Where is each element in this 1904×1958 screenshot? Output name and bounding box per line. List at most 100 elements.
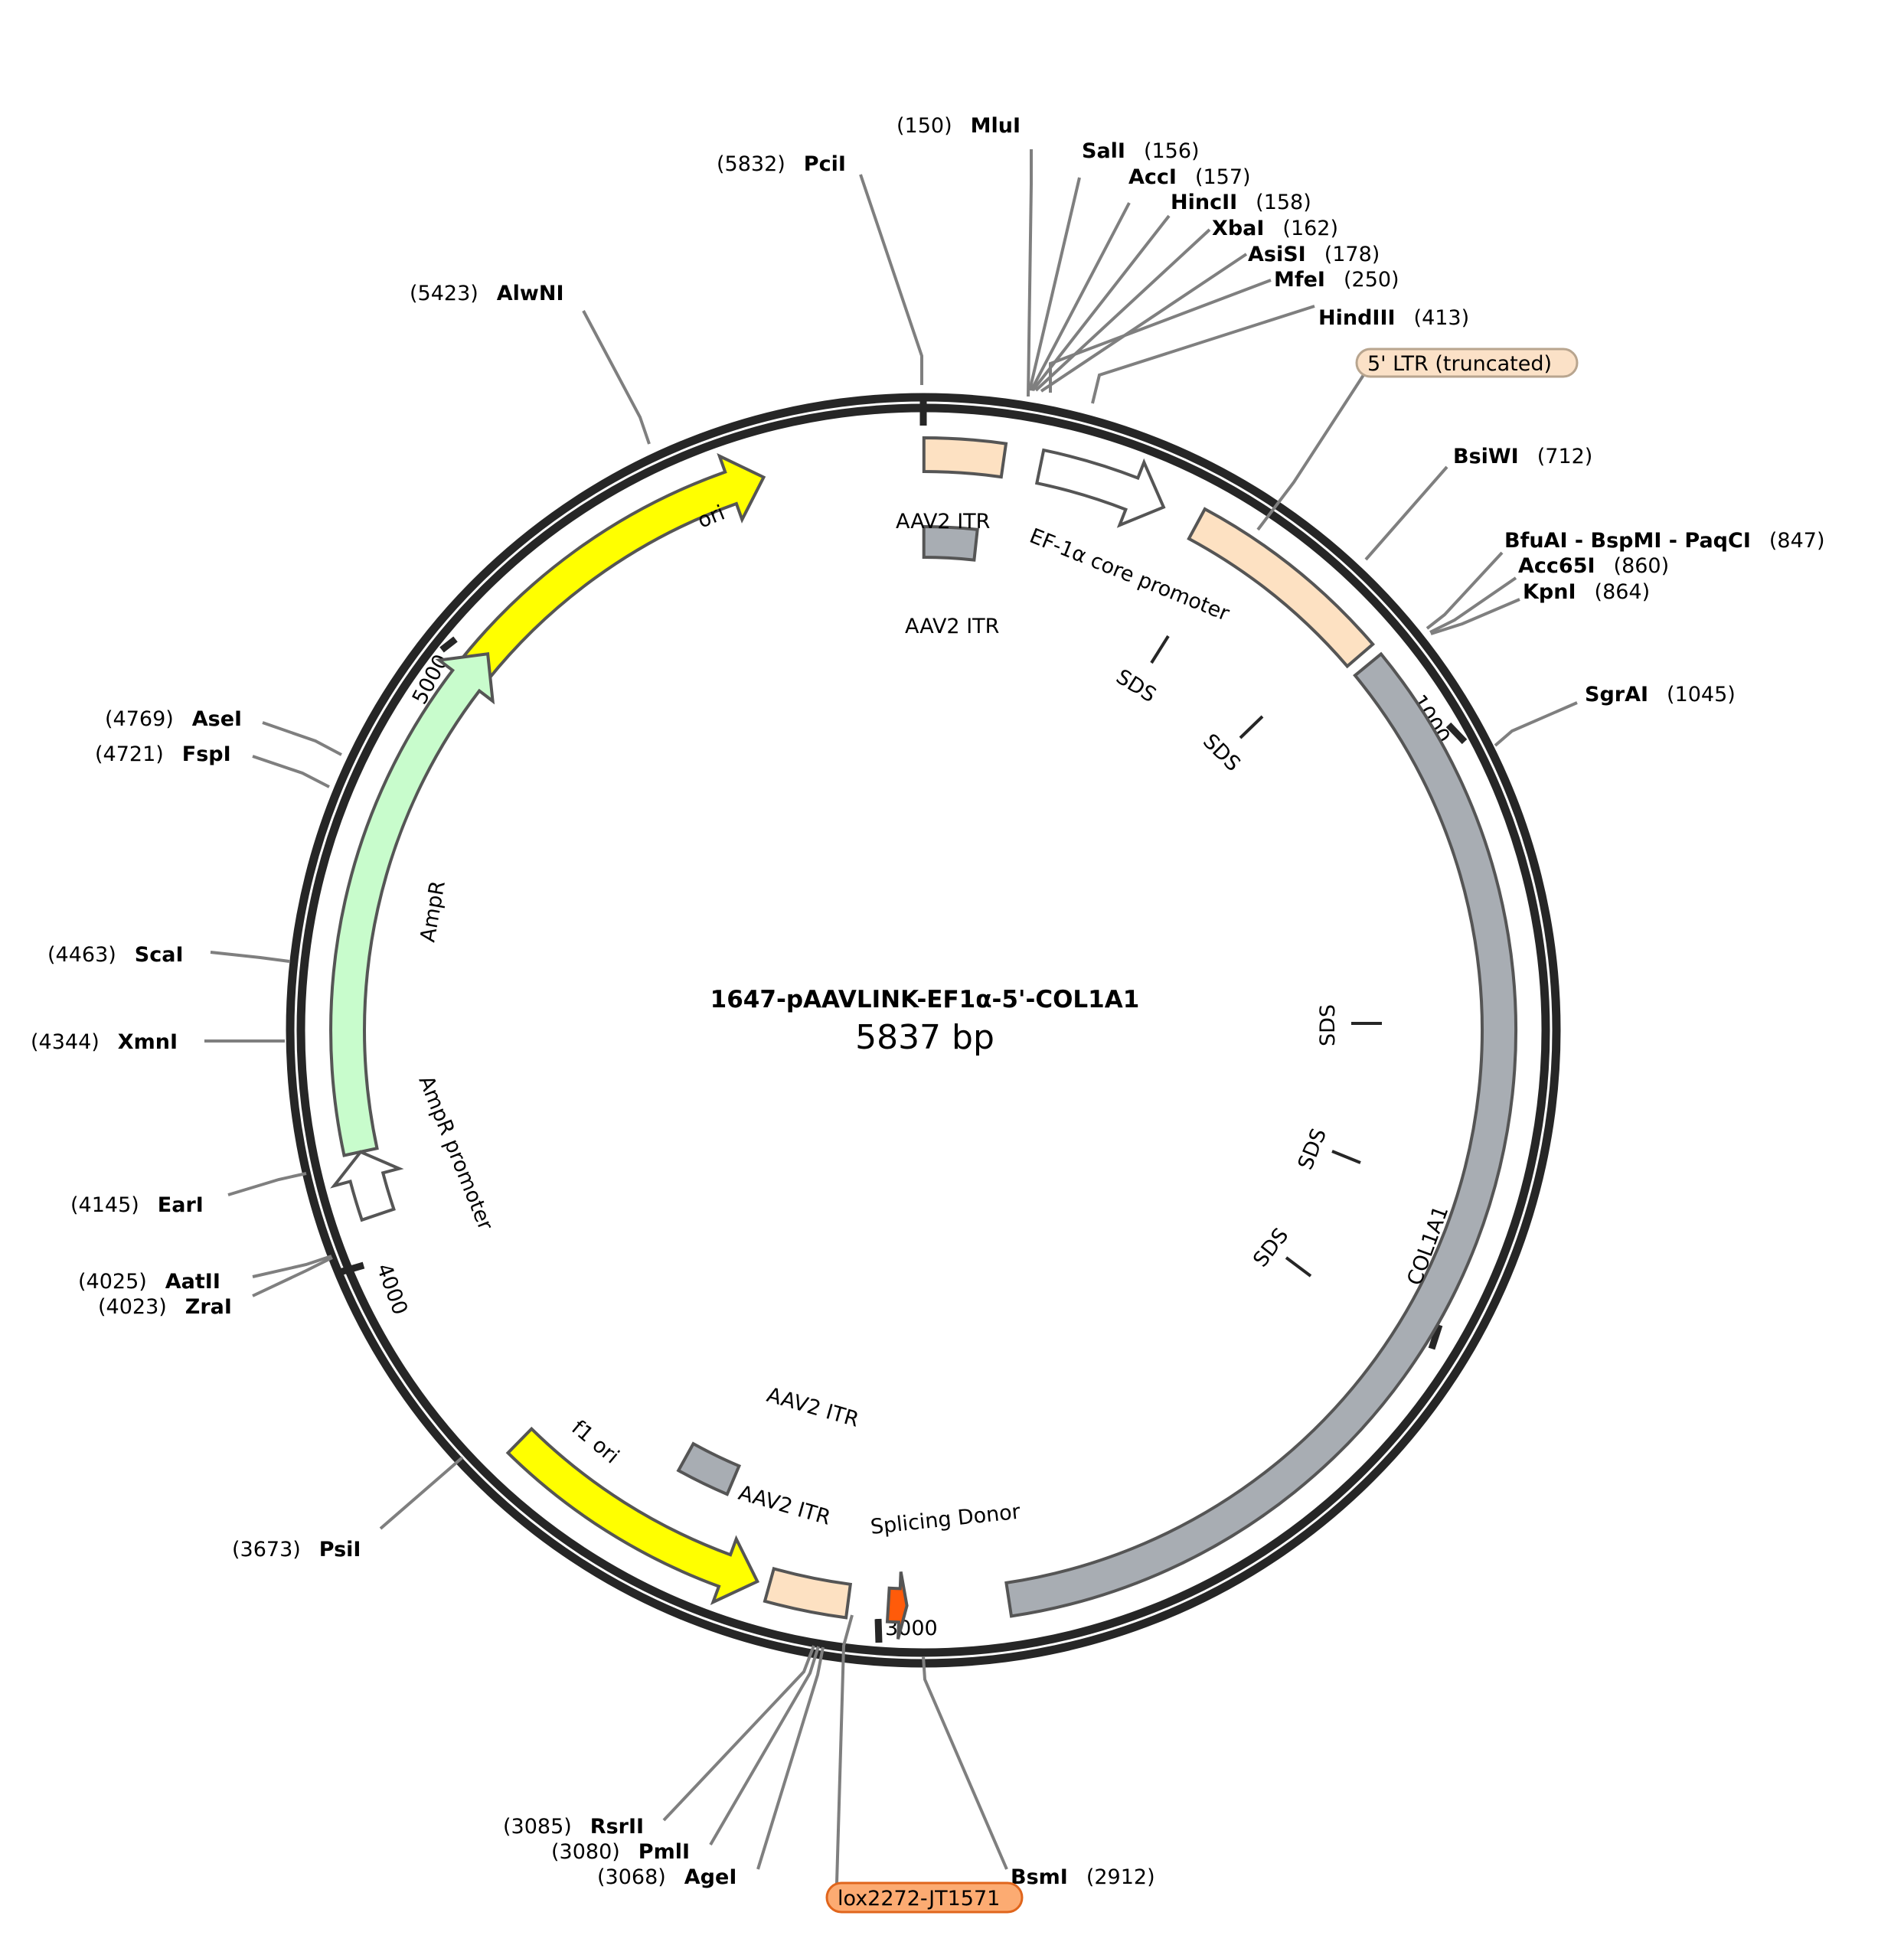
enzyme-name: FspI bbox=[182, 742, 231, 766]
enzyme-sgrai: SgrAI(1045) bbox=[1585, 683, 1736, 707]
feature-aav2-itr-9[interactable] bbox=[763, 1566, 853, 1620]
enzyme-name: PciI bbox=[804, 152, 846, 176]
tick-label-4000: 4000 bbox=[371, 1261, 412, 1318]
feature-splicing-donor-10[interactable] bbox=[885, 1571, 909, 1640]
feature-col1a1-4[interactable] bbox=[1004, 651, 1518, 1618]
enzyme-name: MluI bbox=[971, 114, 1021, 138]
enzyme-name: AccI bbox=[1128, 165, 1177, 189]
enzyme-pmli: (3080) PmlI bbox=[551, 1840, 690, 1864]
feature-ori-0[interactable] bbox=[451, 452, 766, 692]
feature-ampr-promoter-6[interactable] bbox=[330, 1150, 404, 1222]
leader-sali bbox=[1028, 177, 1081, 391]
enzyme-pos: (864) bbox=[1595, 580, 1651, 604]
feature-label-sds-3: SDS bbox=[1316, 1004, 1340, 1046]
leader-asei bbox=[262, 721, 342, 756]
enzyme-scai: (4463) ScaI bbox=[47, 943, 184, 967]
enzyme-asei: (4769) AseI bbox=[105, 707, 242, 731]
enzyme-bsiwi: BsiWI (712) bbox=[1453, 445, 1592, 468]
enzyme-pos: (712) bbox=[1537, 445, 1593, 468]
features bbox=[329, 436, 1518, 1640]
feature-label-aav2-itr-4: AAV2 ITR bbox=[736, 1481, 833, 1530]
enzyme-pos: (250) bbox=[1344, 268, 1399, 292]
enzyme-pos: (413) bbox=[1414, 306, 1470, 330]
enzyme-name: SgrAI bbox=[1585, 683, 1648, 707]
enzyme-agei: (3068)AgeI bbox=[597, 1865, 736, 1889]
leader-mfei bbox=[1049, 279, 1272, 393]
enzyme-acc65i: Acc65I(860) bbox=[1518, 554, 1669, 578]
leader-pmli bbox=[709, 1646, 820, 1846]
enzyme-pos: (3673) bbox=[232, 1538, 301, 1562]
enzyme-name: HincII bbox=[1171, 191, 1237, 214]
feature-label-aav2-itr-2: AAV2 ITR bbox=[905, 615, 999, 638]
enzyme-pos: (4023) bbox=[98, 1295, 167, 1319]
enzyme-pos: (178) bbox=[1324, 243, 1380, 266]
feature-aav2-itr-1[interactable] bbox=[922, 436, 1008, 479]
enzyme-pos: (3085) bbox=[503, 1815, 572, 1839]
enzyme-name: HindIII bbox=[1318, 306, 1396, 330]
feature-aav2-itr-2[interactable] bbox=[922, 524, 979, 562]
leader-mlui bbox=[1027, 149, 1033, 397]
enzyme-hindiii: HindIII (413) bbox=[1318, 306, 1469, 330]
enzyme-bfuai-bspmi-paqci: BfuAI - BspMI - PaqCI (847) bbox=[1504, 529, 1824, 553]
callout-lox2272-box bbox=[825, 1881, 1024, 1914]
enzyme-name: BsiWI bbox=[1453, 445, 1519, 468]
plasmid-name: 1647-pAAVLINK-EF1α-5'-COL1A1 bbox=[710, 986, 1140, 1013]
enzyme-hincii: HincII(158) bbox=[1171, 191, 1311, 214]
feature-label-sds-1: SDS bbox=[1112, 665, 1160, 707]
leader-alwni bbox=[582, 310, 651, 445]
leader-bsiwi bbox=[1364, 465, 1448, 561]
enzyme-kpni: KpnI(864) bbox=[1523, 580, 1650, 604]
leader-scai bbox=[210, 951, 290, 963]
enzyme-rsrii: (3085)RsrII bbox=[503, 1815, 644, 1839]
enzyme-name: XbaI bbox=[1212, 217, 1264, 240]
leader-xbai bbox=[1034, 228, 1211, 392]
leader-acc65i bbox=[1429, 576, 1517, 634]
leader-hindiii bbox=[1091, 305, 1315, 404]
callout-5ltr: 5' LTR (truncated) bbox=[1355, 348, 1579, 378]
enzyme-pos: (4145) bbox=[70, 1193, 139, 1217]
sds-markers bbox=[1150, 635, 1382, 1278]
enzyme-fspi: (4721)FspI bbox=[95, 742, 231, 766]
leader-5ltr bbox=[1256, 374, 1365, 531]
enzyme-xmni: (4344)XmnI bbox=[31, 1030, 178, 1054]
leader-acci bbox=[1030, 202, 1131, 391]
enzyme-name: AatII bbox=[165, 1270, 220, 1294]
enzyme-pos: (3068) bbox=[597, 1865, 666, 1889]
enzyme-zrai: (4023)ZraI bbox=[98, 1295, 232, 1319]
enzyme-pos: (4463) bbox=[47, 943, 116, 967]
feature-label-sds-4: SDS bbox=[1294, 1125, 1331, 1173]
feature-label-aav2-itr-1: AAV2 ITR bbox=[896, 510, 990, 534]
leader-fspi bbox=[252, 755, 330, 788]
enzyme-pos: (4769) bbox=[105, 707, 174, 731]
feature-label-f1-ori: f1 ori bbox=[567, 1416, 624, 1469]
tick-5000 bbox=[439, 636, 458, 653]
feature-f1-ori-7[interactable] bbox=[505, 1426, 760, 1605]
enzyme-eari: (4145) EarI bbox=[70, 1193, 204, 1217]
enzyme-name: Acc65I bbox=[1518, 554, 1595, 578]
enzyme-name: ScaI bbox=[135, 943, 184, 967]
feature-aav2-itr-8[interactable] bbox=[676, 1441, 742, 1496]
enzyme-name: PmlI bbox=[638, 1840, 690, 1864]
enzyme-name: AseI bbox=[192, 707, 242, 731]
leader-kpni bbox=[1430, 598, 1520, 635]
enzyme-pos: (847) bbox=[1769, 529, 1825, 553]
enzyme-mlui: (150)MluI bbox=[896, 114, 1021, 138]
leader-bsmi bbox=[922, 1656, 1008, 1870]
enzyme-name: BfuAI - BspMI - PaqCI bbox=[1504, 529, 1751, 553]
enzyme-alwni: (5423)AlwNI bbox=[410, 282, 564, 305]
callout-5ltr-box bbox=[1355, 348, 1579, 378]
feature-ampr-5[interactable] bbox=[329, 651, 495, 1157]
sds-mark bbox=[1285, 1256, 1312, 1278]
sds-mark bbox=[1150, 635, 1170, 664]
feature-5-ltr-truncated-11[interactable] bbox=[1187, 507, 1376, 669]
enzyme-sali: SalI(156) bbox=[1082, 139, 1200, 163]
feature-ef-1-core-promoter-3[interactable] bbox=[1034, 448, 1166, 528]
feature-label-ampr: AmpR bbox=[416, 879, 450, 944]
enzyme-pos: (3080) bbox=[551, 1840, 620, 1864]
feature-label-sds-2: SDS bbox=[1198, 729, 1245, 776]
enzyme-name: EarI bbox=[158, 1193, 204, 1217]
callout-lox2272-text: lox2272-JT1571 bbox=[838, 1887, 1000, 1911]
plasmid-size: 5837 bp bbox=[855, 1018, 994, 1057]
enzyme-pos: (5423) bbox=[410, 282, 478, 305]
